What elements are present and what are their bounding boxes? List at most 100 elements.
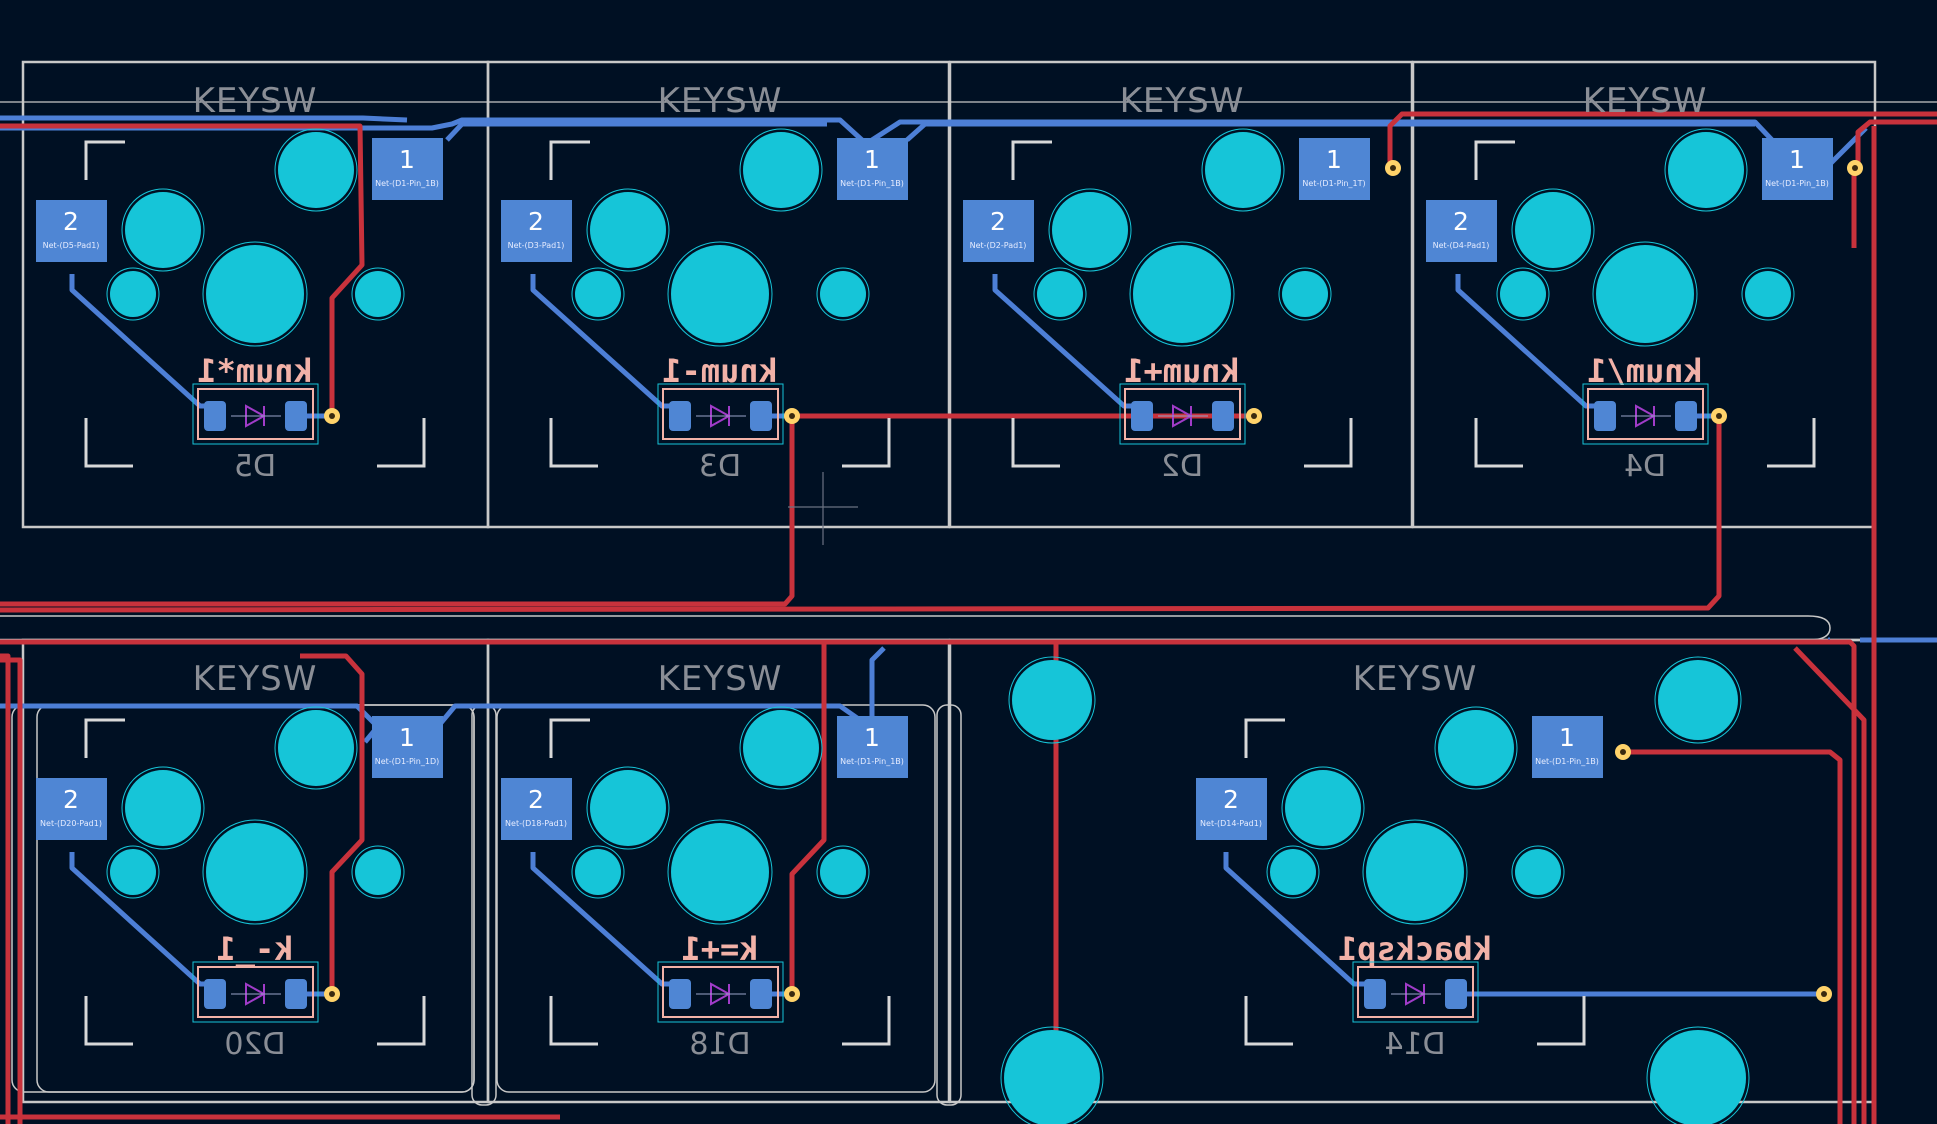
hole-center bbox=[1596, 245, 1694, 343]
red-track bbox=[0, 639, 1857, 1124]
hole-medium-left bbox=[125, 192, 201, 268]
pad-1-net: Net-(D1-Pin_1B) bbox=[840, 757, 904, 766]
hole-large-top-right bbox=[743, 132, 819, 208]
vias-layer bbox=[324, 160, 1863, 1002]
pad-2 bbox=[36, 778, 107, 840]
hole-small-right bbox=[1745, 271, 1791, 317]
red-track bbox=[300, 653, 365, 994]
switch-footprints: KEYSW1Net-(D1-Pin_1B)2Net-(D5-Pad1)knum*… bbox=[36, 81, 1833, 1124]
via-drill bbox=[1852, 165, 1858, 171]
pad-2-net: Net-(D5-Pad1) bbox=[43, 241, 100, 250]
silkscreen-bracket bbox=[549, 418, 598, 468]
hole-small-left bbox=[575, 271, 621, 317]
red-track bbox=[789, 642, 827, 994]
diode-pad-2 bbox=[750, 401, 772, 431]
hole-small-right bbox=[1515, 849, 1561, 895]
hole-large-top-right-ring bbox=[1201, 128, 1285, 212]
pad-1 bbox=[1762, 138, 1833, 200]
silkscreen-bracket bbox=[84, 140, 125, 180]
footprint-title: KEYSW bbox=[1353, 659, 1478, 699]
pad-1-net: Net-(D1-Pin_1B) bbox=[1765, 179, 1829, 188]
hole-center bbox=[1133, 245, 1231, 343]
board-edge-line bbox=[0, 615, 1831, 641]
hole-medium-left bbox=[125, 770, 201, 846]
hole-large-top-right bbox=[278, 132, 354, 208]
diode-courtyard-outer bbox=[657, 961, 784, 1023]
diode-pad-2 bbox=[1445, 979, 1467, 1009]
hole-large-top-right bbox=[1438, 710, 1514, 786]
hole-center-ring bbox=[667, 819, 773, 925]
pad-2-number: 2 bbox=[528, 207, 544, 236]
switch-ref-label: D18 bbox=[689, 1027, 750, 1062]
via-drill bbox=[1821, 991, 1827, 997]
silkscreen-bracket bbox=[1474, 140, 1515, 180]
hole-center bbox=[206, 245, 304, 343]
hole-small-left-ring bbox=[571, 267, 625, 321]
silkscreen-bracket bbox=[1537, 996, 1586, 1046]
silkscreen-bracket bbox=[549, 996, 598, 1046]
via-drill bbox=[1390, 165, 1396, 171]
hole-medium-left-ring bbox=[586, 188, 670, 272]
stabilizer-hole-ring bbox=[1654, 656, 1742, 744]
diode-courtyard bbox=[197, 388, 314, 440]
pad-1-number: 1 bbox=[1559, 723, 1575, 752]
pad-1-net: Net-(D1-Pin_1B) bbox=[840, 179, 904, 188]
pad-2-number: 2 bbox=[1223, 785, 1239, 814]
pad-2-number: 2 bbox=[63, 207, 79, 236]
silkscreen-bracket bbox=[842, 996, 891, 1046]
hole-center bbox=[1366, 823, 1464, 921]
hole-medium-left-ring bbox=[1511, 188, 1595, 272]
hole-large-top-right-ring bbox=[1434, 706, 1518, 790]
blue-track bbox=[0, 115, 408, 123]
silkscreen-bracket bbox=[1304, 418, 1353, 468]
hole-small-right-ring bbox=[816, 845, 870, 899]
hole-center-ring bbox=[1129, 241, 1235, 347]
red-track bbox=[0, 653, 11, 1124]
pad-1-net: Net-(D1-Pin_1B) bbox=[1535, 757, 1599, 766]
red-track bbox=[0, 416, 1722, 613]
hole-small-left bbox=[110, 271, 156, 317]
hole-small-left bbox=[110, 849, 156, 895]
pad-2-number: 2 bbox=[1453, 207, 1469, 236]
silkscreen-bracket bbox=[1767, 418, 1816, 468]
hole-large-top-right-ring bbox=[739, 128, 823, 212]
hole-medium-left-ring bbox=[586, 766, 670, 850]
diode-courtyard bbox=[662, 966, 779, 1018]
pad-1-number: 1 bbox=[399, 723, 415, 752]
pad-2 bbox=[36, 200, 107, 262]
stabilizer-hole-ring bbox=[1646, 1026, 1750, 1124]
switch-ref-label: D5 bbox=[234, 449, 276, 484]
diode-courtyard bbox=[1587, 388, 1704, 440]
footprint-title: KEYSW bbox=[658, 659, 783, 699]
hole-large-top-right bbox=[1668, 132, 1744, 208]
footprint-title: KEYSW bbox=[1120, 81, 1245, 121]
red-track bbox=[1624, 749, 1843, 1124]
diode-courtyard-outer bbox=[657, 383, 784, 445]
silkscreen-bracket bbox=[377, 418, 426, 468]
stabilizer-hole-ring bbox=[1008, 656, 1096, 744]
diode-courtyard-outer bbox=[192, 383, 319, 445]
diode-pad-2 bbox=[750, 979, 772, 1009]
diode-courtyard bbox=[662, 388, 779, 440]
silkscreen-bracket bbox=[1244, 996, 1293, 1046]
hole-small-left-ring bbox=[1496, 267, 1550, 321]
red-track bbox=[0, 123, 365, 416]
hole-center-ring bbox=[667, 241, 773, 347]
switch-ref-label: D2 bbox=[1161, 449, 1203, 484]
hole-small-right-ring bbox=[1741, 267, 1795, 321]
diode-pad-2 bbox=[285, 401, 307, 431]
via-drill bbox=[789, 413, 795, 419]
diode-pad-2 bbox=[1212, 401, 1234, 431]
hole-center bbox=[671, 245, 769, 343]
hole-medium-left-ring bbox=[1281, 766, 1365, 850]
red-track bbox=[1793, 646, 1867, 1124]
pad-1 bbox=[372, 716, 443, 778]
courtyard-outline bbox=[471, 704, 497, 1106]
via-drill bbox=[1716, 413, 1722, 419]
pad-1-number: 1 bbox=[864, 145, 880, 174]
silkscreen-bracket bbox=[549, 140, 590, 180]
hole-large-top-right-ring bbox=[1664, 128, 1748, 212]
pad-2 bbox=[1426, 200, 1497, 262]
hole-small-right bbox=[820, 849, 866, 895]
